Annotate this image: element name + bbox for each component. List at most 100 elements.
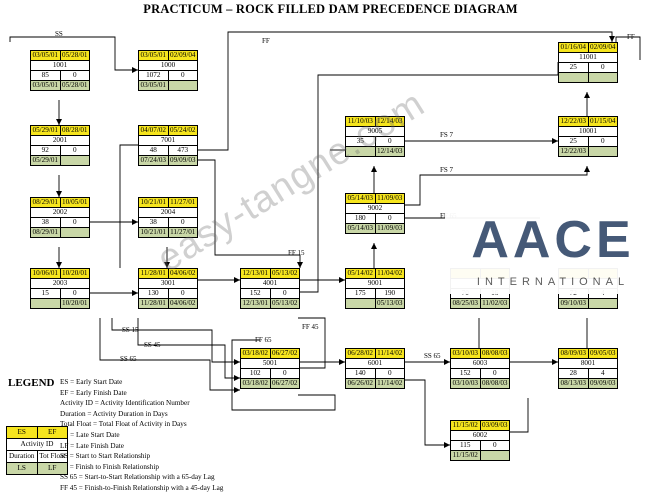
legend-heading: LEGEND <box>8 377 55 389</box>
node-duration: 48 <box>149 146 157 154</box>
node-es: 10/06/01 <box>31 269 60 278</box>
node-activity-id: 3001 <box>160 279 176 287</box>
node-activity-id: 9002 <box>367 204 383 212</box>
legend-es: ES <box>7 427 37 438</box>
link-label: FF <box>627 33 635 41</box>
node-ef: 11/14/02 <box>374 349 404 358</box>
node-es: 01/16/04 <box>559 43 588 52</box>
node-activity-id: 10001 <box>579 127 597 135</box>
node-es: 12/13/01 <box>241 269 270 278</box>
node-es: 12/22/03 <box>559 117 588 126</box>
node-ls: 09/10/03 <box>559 299 588 308</box>
node-ef: 06/27/02 <box>269 349 299 358</box>
node-total-float: 0 <box>59 146 90 155</box>
link-3001-5001-ss15 <box>111 318 240 363</box>
legend-line: EF = Early Finish Date <box>60 388 127 397</box>
link-4001-5001 <box>298 317 326 369</box>
node-ls: 05/29/01 <box>31 156 60 165</box>
node-es: 05/14/02 <box>346 269 375 278</box>
legend-line: SS 65 = Start-to-Start Relationship with… <box>60 473 215 482</box>
node-total-float: 0 <box>374 137 405 146</box>
node-total-float: 0 <box>167 71 198 80</box>
node-ls: 11/28/01 <box>139 299 168 308</box>
node-activity-id: 2002 <box>52 208 68 216</box>
node-activity-id: 6003 <box>472 359 488 367</box>
node-lf: 10/20/01 <box>59 299 89 308</box>
node-total-float: 0 <box>269 369 300 378</box>
node-es: 03/18/02 <box>241 349 270 358</box>
node-ef: 11/27/01 <box>167 198 197 207</box>
node-ef: 05/13/02 <box>269 269 299 278</box>
node-ls: 03/05/01 <box>31 81 60 90</box>
node-ef: 05/24/02 <box>167 126 197 135</box>
node-duration: 25 <box>569 63 577 71</box>
legend-duration: Duration <box>8 452 35 460</box>
node-lf: 05/13/03 <box>374 299 404 308</box>
link-1001-1000 <box>9 36 138 71</box>
legend-total-float: Tot Float <box>36 451 68 462</box>
node-duration: 92 <box>41 146 49 154</box>
node-lf <box>59 228 89 237</box>
node-activity-id: 2003 <box>52 279 68 287</box>
node-total-float: 0 <box>59 71 90 80</box>
node-activity-id: 9005 <box>367 127 383 135</box>
node-ef: 02/09/04 <box>587 43 617 52</box>
node-total-float: 4 <box>587 369 618 378</box>
node-es: 03/10/03 <box>451 349 480 358</box>
node-es: 05/14/03 <box>346 194 375 203</box>
node-ls <box>559 73 588 82</box>
node-ef: 10/05/01 <box>59 198 89 207</box>
link-label: FF <box>262 37 270 45</box>
node-total-float: 0 <box>587 63 618 72</box>
link-label: FF 45 <box>302 323 319 331</box>
node-activity-id: 11001 <box>579 53 597 61</box>
node-duration: 35 <box>356 137 364 145</box>
node-ef: 03/09/03 <box>479 421 509 430</box>
node-es: 05/29/01 <box>31 126 60 135</box>
node-ef: 11/04/02 <box>374 269 404 278</box>
legend-node-key: ES EF Activity ID Duration Tot Float LS … <box>6 426 68 475</box>
node-lf: 11/14/02 <box>374 379 404 388</box>
node-es: 04/07/02 <box>139 126 168 135</box>
link-label: SS 45 <box>144 341 161 349</box>
legend-line: LS = Late Start Date <box>60 430 120 439</box>
legend-line: Duration = Activity Duration in Days <box>60 409 168 418</box>
node-duration: 15 <box>41 289 49 297</box>
link-label: SS 65 <box>424 352 441 360</box>
node-lf: 09/09/03 <box>167 156 197 165</box>
node-duration: 152 <box>249 289 261 297</box>
node-ls: 06/26/02 <box>346 379 375 388</box>
link-label: SS 15 <box>122 326 139 334</box>
diagram-title: PRACTICUM – ROCK FILLED DAM PRECEDENCE D… <box>143 2 518 16</box>
legend-line: Total Float = Total Float of Activity in… <box>60 420 187 429</box>
node-lf: 05/28/01 <box>59 81 89 90</box>
link-label: FF 15 <box>288 249 305 257</box>
node-ls: 08/25/03 <box>451 299 480 308</box>
node-lf: 11/09/03 <box>374 224 404 233</box>
node-total-float: 0 <box>374 214 405 223</box>
link-label: FS 7 <box>440 131 454 139</box>
node-lf: 11/02/03 <box>479 299 509 308</box>
link-3001-7001 <box>119 144 138 268</box>
node-ls <box>31 299 60 308</box>
node-lf <box>587 299 617 308</box>
logo-word: AACE <box>471 211 635 269</box>
node-es: 06/28/02 <box>346 349 375 358</box>
node-total-float: 0 <box>269 289 300 298</box>
legend-line: LF = Late Finish Date <box>60 441 124 450</box>
node-es: 11/28/01 <box>139 269 168 278</box>
node-ef: 12/14/03 <box>374 117 404 126</box>
node-duration: 175 <box>354 289 366 297</box>
node-ls: 03/18/02 <box>241 379 270 388</box>
node-lf: 06/27/02 <box>269 379 299 388</box>
